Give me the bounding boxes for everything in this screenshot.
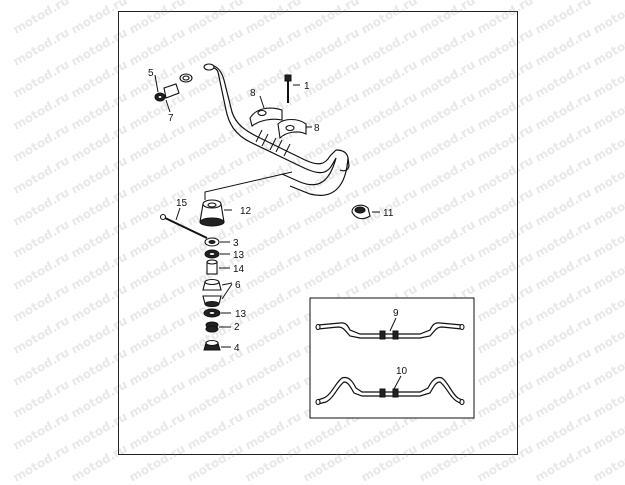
callout-11: 11 xyxy=(383,208,394,219)
callout-2: 2 xyxy=(234,322,240,333)
nut-part-4 xyxy=(203,339,231,351)
callout-13-upper: 13 xyxy=(233,250,245,261)
bushing-pair-part-6 xyxy=(202,278,233,307)
alternative-bars-inset xyxy=(309,297,475,419)
callout-6: 6 xyxy=(235,280,241,291)
clip-part-11 xyxy=(351,204,380,220)
callout-10: 10 xyxy=(396,366,408,377)
leader-bar-to-riser xyxy=(204,171,293,200)
handlebar-exploded-diagram: 1 2 3 4 5 6 7 8 8 9 10 11 12 13 13 14 15 xyxy=(148,63,475,419)
bolt-part-1 xyxy=(284,74,300,103)
handlebar-main xyxy=(203,63,350,196)
clamp-lower-part-8 xyxy=(277,118,312,140)
callout-1: 1 xyxy=(304,81,310,92)
handlebar-part-9 xyxy=(315,317,465,340)
callout-4: 4 xyxy=(234,343,240,354)
callout-13-lower: 13 xyxy=(235,309,247,320)
callout-5: 5 xyxy=(148,68,154,79)
grip-parts-5-7 xyxy=(154,73,193,113)
rod-part-15 xyxy=(159,207,208,239)
callout-15: 15 xyxy=(176,198,188,209)
washer-part-13-lower xyxy=(203,308,231,318)
callout-7: 7 xyxy=(168,113,174,124)
washer-part-3 xyxy=(204,237,230,247)
clamp-upper-part-8 xyxy=(249,95,283,127)
sleeve-part-14 xyxy=(206,259,230,275)
callout-3: 3 xyxy=(233,238,239,249)
callout-9: 9 xyxy=(393,308,399,319)
washer-part-13-upper xyxy=(204,249,230,259)
spring-washer-part-2 xyxy=(205,321,231,333)
riser-part-12 xyxy=(199,199,232,227)
callout-8-lower: 8 xyxy=(314,123,320,134)
callout-8-upper: 8 xyxy=(250,88,256,99)
callout-12: 12 xyxy=(240,206,252,217)
callout-14: 14 xyxy=(233,264,245,275)
handlebar-part-10 xyxy=(315,375,465,406)
